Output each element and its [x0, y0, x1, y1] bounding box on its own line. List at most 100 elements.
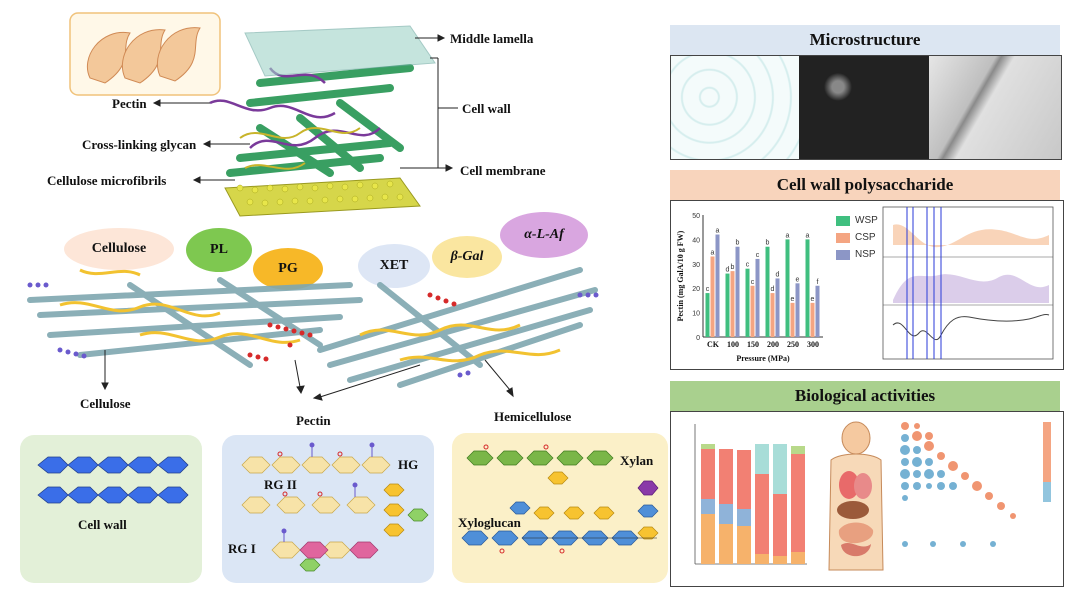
bar-csp-300	[810, 302, 815, 337]
label-network-pectin: Pectin	[296, 413, 331, 428]
label-xyloglucan: Xyloglucan	[458, 515, 521, 530]
sem-micrograph-image	[799, 56, 929, 159]
label-hg: HG	[398, 457, 419, 472]
y-tick-label: 40	[692, 237, 700, 244]
bar-csp-250	[790, 302, 795, 337]
bar-csp-200	[770, 293, 775, 337]
sig-letter: b	[736, 240, 740, 247]
bar-wsp-200	[765, 246, 770, 337]
bar-wsp-150	[745, 268, 750, 337]
hemicellulose-chain-svg	[461, 444, 659, 554]
human-body-icon	[828, 421, 884, 571]
x-tick-label: 150	[747, 340, 759, 349]
y-tick-label: 10	[692, 311, 700, 318]
legend-csp-label: CSP	[855, 232, 876, 243]
sig-letter: a	[716, 228, 720, 235]
polysaccharide-network-illustration	[20, 255, 620, 405]
cell-wall-cellulose-panel: Cell wall	[20, 435, 202, 583]
y-tick-label: 30	[692, 262, 700, 269]
legend-wsp: WSP	[836, 215, 878, 226]
x-tick-label: 300	[807, 340, 819, 349]
label-rg1: RG I	[228, 541, 256, 556]
bar-wsp-100	[725, 273, 730, 337]
sig-letter: d	[726, 267, 730, 274]
chart-legend: WSP CSP NSP	[836, 215, 878, 266]
legend-wsp-label: WSP	[855, 215, 878, 226]
label-network-hemicellulose: Hemicellulose	[494, 409, 572, 424]
bar-nsp-150	[755, 258, 760, 337]
sig-letter: a	[806, 232, 810, 239]
x-axis-label: Pressure (MPa)	[736, 354, 790, 363]
ellipse-b-gal: β-Gal	[432, 236, 502, 278]
sig-letter: e	[796, 276, 800, 283]
sig-letter: b	[766, 240, 770, 247]
legend-wsp-swatch	[836, 215, 850, 226]
label-cell-membrane: Cell membrane	[460, 163, 546, 178]
cell-wall-structure-illustration	[60, 8, 480, 218]
bar-nsp-100	[735, 246, 740, 337]
ellipse-pg: PG	[253, 248, 323, 290]
cell-wall-3d-svg	[69, 12, 458, 217]
label-cell-wall-top: Cell wall	[462, 101, 511, 116]
microstructure-images	[670, 55, 1062, 160]
sig-letter: d	[771, 286, 775, 293]
sig-letter: f	[817, 279, 819, 286]
ellipse-xet: XET	[358, 244, 430, 288]
sig-letter: e	[791, 296, 795, 303]
legend-nsp-swatch	[836, 249, 850, 260]
sig-letter: c	[756, 252, 760, 259]
y-axis-label: Pectin (mg GalA/10 g FW)	[676, 230, 685, 321]
x-tick-label: 200	[767, 340, 779, 349]
label-rg2: RG II	[264, 477, 297, 492]
x-tick-label: 250	[787, 340, 799, 349]
correlation-heatmap	[900, 422, 1051, 547]
bar-nsp-CK	[715, 234, 720, 337]
bio-panel	[670, 411, 1064, 587]
network-svg	[27, 267, 599, 401]
y-tick-label: 0	[696, 335, 700, 342]
bar-nsp-250	[795, 283, 800, 337]
hemicellulose-structure-panel: Xylan Xyloglucan	[452, 433, 668, 583]
light-micrograph-image	[671, 56, 799, 159]
bar-wsp-300	[805, 239, 810, 337]
sig-letter: e	[811, 296, 815, 303]
pectin-structure-panel: HG RG II RG I	[222, 435, 434, 583]
label-middle-lamella: Middle lamella	[450, 31, 534, 46]
bar-csp-CK	[710, 256, 715, 337]
label-cross-linking-glycan: Cross-linking glycan	[82, 137, 197, 152]
sig-letter: d	[776, 271, 780, 278]
bar-wsp-250	[785, 239, 790, 337]
ellipse-cellulose: Cellulose	[64, 228, 174, 270]
label-bottom-cell-wall: Cell wall	[78, 517, 127, 532]
x-tick-label: CK	[707, 340, 720, 349]
stacked-bar-chart	[694, 424, 807, 565]
bar-nsp-300	[815, 285, 820, 337]
legend-csp: CSP	[836, 232, 878, 243]
bar-csp-100	[730, 271, 735, 337]
y-tick-label: 50	[692, 213, 700, 220]
label-cellulose-microfibrils: Cellulose microfibrils	[47, 173, 167, 188]
legend-nsp-label: NSP	[855, 249, 876, 260]
legend-csp-swatch	[836, 232, 850, 243]
ellipse-a-l-af: α-L-Af	[500, 212, 588, 258]
pectin-chain-svg	[241, 442, 429, 572]
bar-csp-150	[750, 285, 755, 337]
sig-letter: a	[711, 249, 715, 256]
spectra-figure	[882, 206, 1054, 360]
bio-title: Biological activities	[670, 381, 1060, 411]
microstructure-title: Microstructure	[670, 25, 1060, 55]
bar-wsp-CK	[705, 293, 710, 337]
bar-nsp-200	[775, 278, 780, 337]
label-pectin-top: Pectin	[112, 96, 147, 111]
polysaccharide-title: Cell wall polysaccharide	[670, 170, 1060, 200]
sig-letter: b	[731, 264, 735, 271]
y-tick-label: 20	[692, 286, 700, 293]
tem-micrograph-image	[929, 56, 1061, 159]
legend-nsp: NSP	[836, 249, 878, 260]
ellipse-pl: PL	[186, 228, 252, 272]
sig-letter: c	[706, 286, 710, 293]
x-tick-label: 100	[727, 340, 739, 349]
sig-letter: c	[751, 279, 755, 286]
